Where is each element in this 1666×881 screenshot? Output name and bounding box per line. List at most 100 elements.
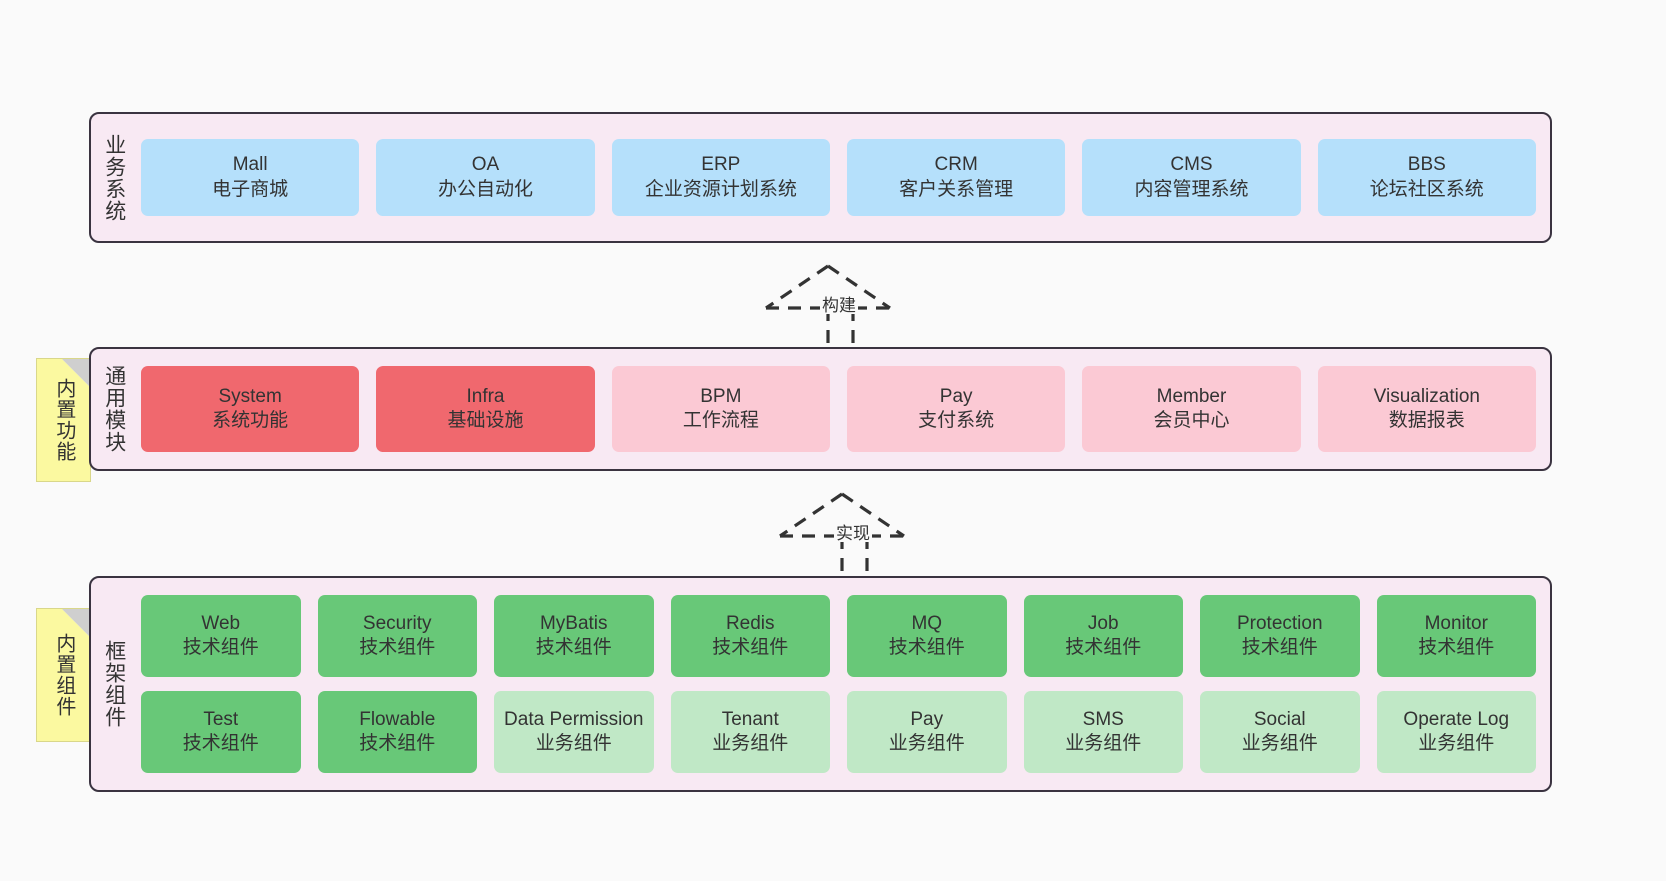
layer-framework-components: 框架组件 Web 技术组件 Security 技术组件 MyBatis 技术组件 xyxy=(89,576,1552,792)
layer-common-modules: 通用模块 System 系统功能 Infra 基础设施 BPM 工作流程 Pay… xyxy=(89,347,1552,471)
node-title: Infra xyxy=(466,385,505,407)
node-web[interactable]: Web 技术组件 xyxy=(141,595,301,677)
node-data-permission[interactable]: Data Permission 业务组件 xyxy=(494,691,654,773)
connector-label-implement: 实现 xyxy=(834,524,872,543)
node-system[interactable]: System 系统功能 xyxy=(141,366,360,452)
layer-label-framework: 框架组件 xyxy=(102,640,126,728)
node-row: System 系统功能 Infra 基础设施 BPM 工作流程 Pay 支付系统… xyxy=(141,366,1536,452)
node-title: Flowable xyxy=(359,708,436,730)
node-operate-log[interactable]: Operate Log 业务组件 xyxy=(1376,691,1536,773)
note-label: 内置功能 xyxy=(52,378,75,462)
node-subtitle: 内容管理系统 xyxy=(1134,178,1249,200)
node-title: BBS xyxy=(1407,154,1446,176)
node-title: Mall xyxy=(232,154,268,176)
node-row: Test 技术组件 Flowable 技术组件 Data Permission … xyxy=(141,691,1536,773)
arrowhead-right-edge xyxy=(827,264,891,310)
node-title: System xyxy=(218,385,282,407)
layer-body-framework: Web 技术组件 Security 技术组件 MyBatis 技术组件 Redi… xyxy=(137,578,1550,790)
node-title: Web xyxy=(201,612,241,634)
node-row: Web 技术组件 Security 技术组件 MyBatis 技术组件 Redi… xyxy=(141,595,1536,677)
note-builtin-component: 内置组件 xyxy=(36,608,91,742)
node-subtitle: 办公自动化 xyxy=(437,178,533,200)
node-subtitle: 业务组件 xyxy=(712,733,789,754)
node-bpm[interactable]: BPM 工作流程 xyxy=(611,366,830,452)
node-pay-business[interactable]: Pay 业务组件 xyxy=(847,691,1007,773)
node-subtitle: 技术组件 xyxy=(359,637,436,658)
node-visualization[interactable]: Visualization 数据报表 xyxy=(1317,366,1536,452)
node-subtitle: 论坛社区系统 xyxy=(1369,178,1484,200)
note-label: 内置组件 xyxy=(52,633,75,717)
node-title: Security xyxy=(362,612,432,634)
node-title: Monitor xyxy=(1424,612,1488,634)
node-mybatis[interactable]: MyBatis 技术组件 xyxy=(494,595,654,677)
layer-body-business: Mall 电子商城 OA 办公自动化 ERP 企业资源计划系统 CRM 客户关系… xyxy=(137,114,1550,241)
node-subtitle: 技术组件 xyxy=(712,637,789,658)
arrowhead-left-edge xyxy=(765,264,829,310)
connector-implement: 实现 xyxy=(772,490,912,574)
node-tenant[interactable]: Tenant 业务组件 xyxy=(670,691,830,773)
node-security[interactable]: Security 技术组件 xyxy=(317,595,477,677)
layer-label-module: 通用模块 xyxy=(102,365,126,453)
node-title: CRM xyxy=(934,154,978,176)
node-subtitle: 技术组件 xyxy=(535,637,612,658)
node-title: Data Permission xyxy=(504,708,644,730)
node-title: BPM xyxy=(700,385,742,407)
node-subtitle: 会员中心 xyxy=(1153,410,1230,431)
node-title: MQ xyxy=(911,612,943,634)
node-social[interactable]: Social 业务组件 xyxy=(1200,691,1360,773)
node-subtitle: 客户关系管理 xyxy=(899,178,1014,200)
node-monitor[interactable]: Monitor 技术组件 xyxy=(1376,595,1536,677)
node-pay[interactable]: Pay 支付系统 xyxy=(846,366,1066,452)
node-mq[interactable]: MQ 技术组件 xyxy=(847,595,1007,677)
node-cms[interactable]: CMS 内容管理系统 xyxy=(1082,139,1301,216)
node-subtitle: 工作流程 xyxy=(682,410,759,431)
node-subtitle: 技术组件 xyxy=(182,733,259,754)
node-subtitle: 技术组件 xyxy=(182,637,259,658)
connector-label-build: 构建 xyxy=(820,296,858,315)
node-title: CMS xyxy=(1170,154,1213,176)
node-subtitle: 业务组件 xyxy=(888,733,965,754)
node-title: ERP xyxy=(701,154,741,176)
node-crm[interactable]: CRM 客户关系管理 xyxy=(846,139,1066,216)
node-title: Test xyxy=(203,708,239,730)
node-subtitle: 技术组件 xyxy=(359,733,436,754)
arrowhead-left-edge xyxy=(779,492,843,538)
node-title: Pay xyxy=(939,385,973,407)
node-subtitle: 数据报表 xyxy=(1388,410,1465,431)
node-infra[interactable]: Infra 基础设施 xyxy=(376,366,595,452)
node-rows: Web 技术组件 Security 技术组件 MyBatis 技术组件 Redi… xyxy=(141,595,1536,773)
node-title: Pay xyxy=(910,708,944,730)
node-title: Operate Log xyxy=(1403,708,1510,730)
node-test[interactable]: Test 技术组件 xyxy=(141,691,301,773)
node-flowable[interactable]: Flowable 技术组件 xyxy=(317,691,477,773)
node-bbs[interactable]: BBS 论坛社区系统 xyxy=(1317,139,1536,216)
layer-business-systems: 业务系统 Mall 电子商城 OA 办公自动化 ERP 企业资源计划系统 CRM… xyxy=(89,112,1552,243)
node-row: Mall 电子商城 OA 办公自动化 ERP 企业资源计划系统 CRM 客户关系… xyxy=(141,139,1536,216)
node-title: OA xyxy=(471,154,500,176)
node-subtitle: 业务组件 xyxy=(535,733,612,754)
node-subtitle: 支付系统 xyxy=(918,410,995,431)
node-job[interactable]: Job 技术组件 xyxy=(1023,595,1183,677)
node-title: SMS xyxy=(1082,708,1124,730)
node-subtitle: 基础设施 xyxy=(447,410,524,431)
node-protection[interactable]: Protection 技术组件 xyxy=(1200,595,1360,677)
node-subtitle: 业务组件 xyxy=(1418,733,1495,754)
layer-body-module: System 系统功能 Infra 基础设施 BPM 工作流程 Pay 支付系统… xyxy=(137,349,1550,469)
node-subtitle: 业务组件 xyxy=(1065,733,1142,754)
node-member[interactable]: Member 会员中心 xyxy=(1082,366,1301,452)
arrowhead-right-edge xyxy=(841,492,905,538)
node-sms[interactable]: SMS 业务组件 xyxy=(1023,691,1183,773)
node-subtitle: 系统功能 xyxy=(212,410,289,431)
node-oa[interactable]: OA 办公自动化 xyxy=(376,139,595,216)
node-subtitle: 企业资源计划系统 xyxy=(644,178,797,200)
node-erp[interactable]: ERP 企业资源计划系统 xyxy=(611,139,830,216)
node-title: Social xyxy=(1253,708,1306,730)
node-title: MyBatis xyxy=(539,612,608,634)
node-subtitle: 技术组件 xyxy=(1241,637,1318,658)
layer-label-business: 业务系统 xyxy=(102,133,126,222)
node-title: Visualization xyxy=(1373,385,1480,407)
node-redis[interactable]: Redis 技术组件 xyxy=(670,595,830,677)
node-mall[interactable]: Mall 电子商城 xyxy=(141,139,360,216)
node-subtitle: 业务组件 xyxy=(1241,733,1318,754)
